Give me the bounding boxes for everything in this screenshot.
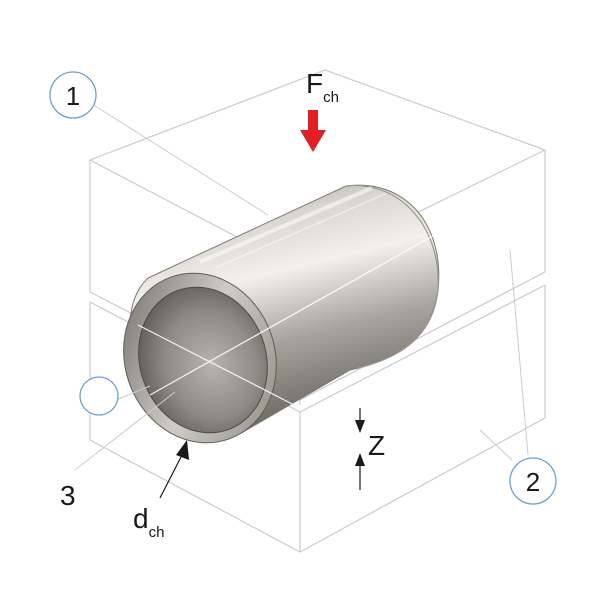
callout-2-text: 2	[526, 467, 540, 497]
callout-empty	[79, 376, 119, 416]
gap-label: Z	[368, 430, 385, 461]
bushing-bore	[138, 286, 268, 434]
gap-dimension-arrows-icon	[355, 408, 365, 490]
leader-lines	[74, 103, 529, 471]
callout-2: 2	[509, 457, 557, 505]
diameter-pointer-arrow-icon	[159, 440, 189, 499]
center-lines	[137, 214, 471, 409]
callout-1: 1	[49, 71, 97, 119]
callout-3-text: 3	[60, 480, 76, 511]
force-label: Fch	[306, 68, 339, 106]
diameter-label: dch	[133, 503, 164, 541]
callout-1-text: 1	[66, 81, 80, 111]
force-arrow-icon	[300, 110, 326, 152]
bushing	[123, 184, 440, 444]
